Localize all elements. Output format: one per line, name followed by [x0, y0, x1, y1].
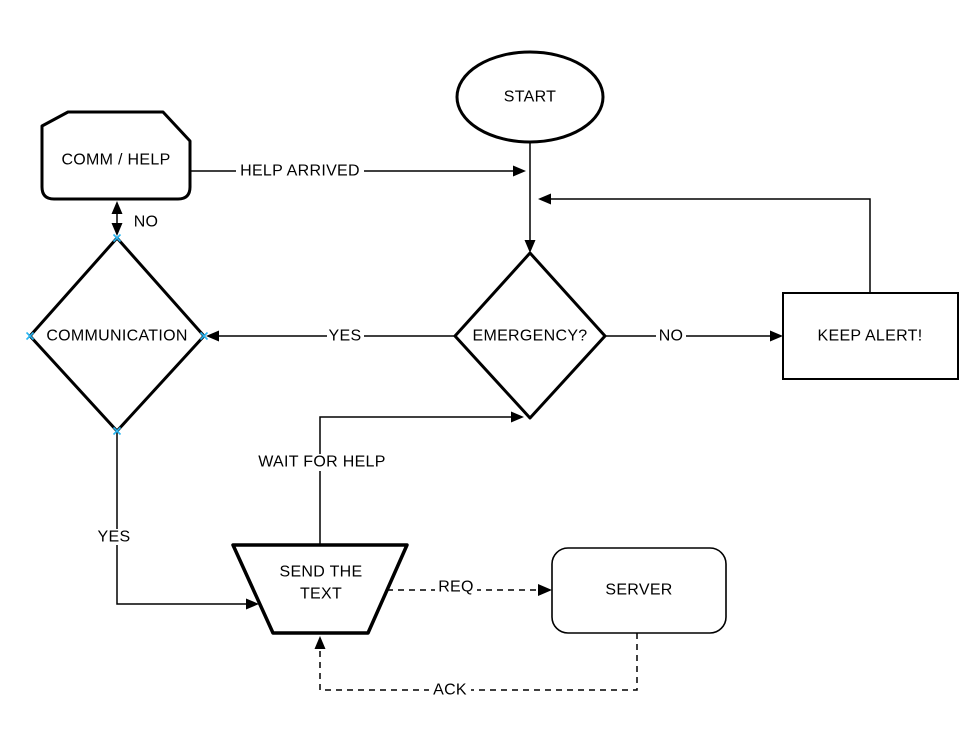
node-keep-alert[interactable]: KEEP ALERT!	[782, 292, 959, 380]
arrowhead	[314, 636, 326, 649]
arrowhead	[538, 584, 552, 596]
node-label: START	[504, 89, 556, 106]
edge-no-keep-alert[interactable]: NO	[605, 328, 783, 345]
edge-line[interactable]	[319, 416, 511, 545]
edge-label: NO	[134, 214, 159, 231]
edge-label-bg	[656, 328, 686, 344]
node-label: COMM / HELP	[61, 152, 170, 169]
edge-help-arrived[interactable]: HELP ARRIVED	[190, 162, 526, 180]
edge-label: YES	[329, 328, 362, 345]
edge-line[interactable]	[116, 431, 246, 605]
arrowhead	[513, 165, 526, 177]
keep-alert-rect[interactable]	[782, 292, 959, 380]
edge-keep-alert-feedback[interactable]	[538, 193, 871, 294]
connection-point-marker	[25, 331, 35, 341]
node-server[interactable]: SERVER	[551, 547, 727, 634]
arrowhead	[538, 193, 551, 205]
edge-label-bg	[435, 579, 477, 596]
connection-point-marker	[112, 426, 122, 436]
edge-label-bg	[94, 529, 134, 545]
edge-label: WAIT FOR HELP	[258, 454, 385, 471]
edge-label: NO	[659, 328, 684, 345]
edge-yes-communication[interactable]: YES	[206, 328, 455, 345]
edge-wait-for-help[interactable]: WAIT FOR HELP	[254, 411, 524, 546]
edge-label: HELP ARRIVED	[240, 163, 360, 180]
arrowhead	[524, 240, 536, 253]
node-label-line2: TEXT	[300, 586, 342, 603]
arrowhead-down	[111, 223, 123, 236]
start-ellipse[interactable]	[455, 50, 605, 144]
node-send-text[interactable]: SEND THE TEXT	[231, 543, 409, 635]
edge-line[interactable]	[319, 633, 638, 691]
arrowhead	[511, 411, 524, 423]
node-comm-help[interactable]: COMM / HELP	[40, 110, 192, 201]
node-label: KEEP ALERT!	[818, 328, 923, 345]
comm-help-shape[interactable]	[40, 110, 192, 201]
edge-label: REQ	[438, 579, 474, 596]
connection-point-marker	[199, 331, 209, 341]
node-label: SERVER	[605, 582, 672, 599]
arrowhead-up	[111, 201, 123, 214]
connection-point-marker	[112, 233, 122, 243]
arrowhead	[206, 330, 219, 342]
arrowhead	[246, 598, 259, 610]
edge-no-communication[interactable]: NO	[111, 201, 159, 236]
edge-start-to-emergency[interactable]	[524, 142, 536, 253]
edge-ack[interactable]: ACK	[314, 633, 638, 699]
node-label: EMERGENCY?	[472, 328, 587, 345]
node-communication[interactable]: COMMUNICATION	[28, 236, 206, 433]
edge-req[interactable]: REQ	[387, 579, 552, 597]
edge-label: ACK	[433, 682, 467, 699]
node-start[interactable]: START	[455, 50, 605, 144]
edge-label: YES	[98, 529, 131, 546]
node-label-line1: SEND THE	[279, 564, 362, 581]
arrowhead	[770, 330, 783, 342]
send-text-trapezoid[interactable]	[231, 543, 409, 635]
node-label: COMMUNICATION	[46, 328, 187, 345]
server-rect[interactable]	[551, 547, 727, 634]
edge-label-bg	[429, 682, 471, 699]
edge-label-bg	[254, 454, 390, 471]
connection-point-markers	[25, 233, 209, 436]
edge-line[interactable]	[551, 198, 871, 293]
node-emergency[interactable]: EMERGENCY?	[453, 251, 607, 420]
edge-label-bg	[236, 162, 364, 179]
emergency-diamond[interactable]	[453, 251, 607, 420]
edge-label-bg	[327, 328, 364, 344]
edge-yes-send-text[interactable]: YES	[94, 431, 259, 610]
